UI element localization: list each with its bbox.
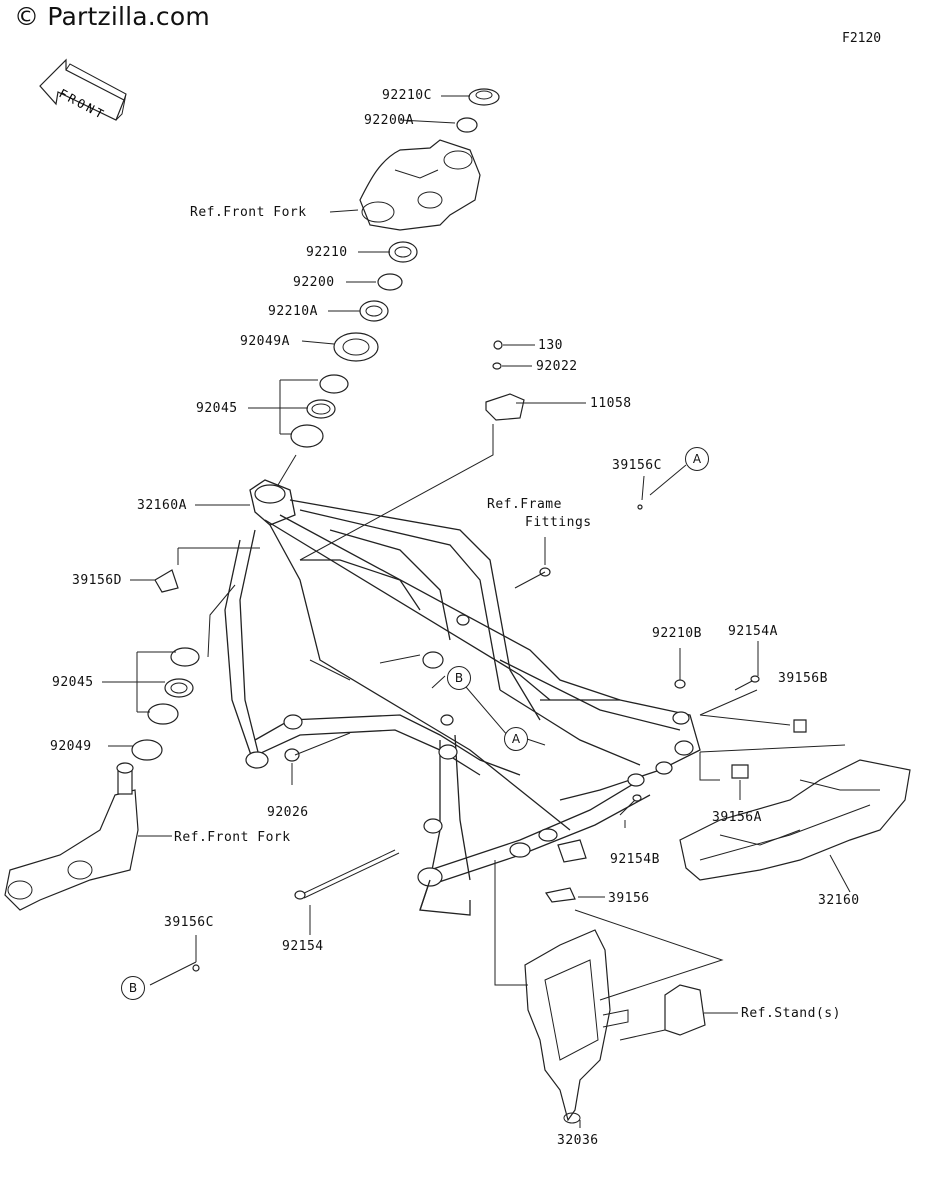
- callout-circle-b-bottom: B: [121, 976, 145, 1000]
- label-92154A: 92154A: [728, 624, 778, 639]
- label-39156D: 39156D: [72, 573, 122, 588]
- label-92200: 92200: [293, 275, 335, 290]
- bearing-part: [306, 399, 336, 419]
- label-ref-front-fork-top: Ref.Front Fork: [190, 205, 307, 220]
- label-92045-bottom: 92045: [52, 675, 94, 690]
- label-39156: 39156: [608, 891, 650, 906]
- washer-part: [456, 117, 478, 133]
- label-39156A: 39156A: [712, 810, 762, 825]
- side-bracket-32036-part: [524, 929, 629, 1124]
- label-130: 130: [538, 338, 563, 353]
- label-92154: 92154: [282, 939, 324, 954]
- callout-circle-b-mid: B: [447, 666, 471, 690]
- label-39156C-top: 39156C: [612, 458, 662, 473]
- collar-92026-part: [284, 748, 300, 762]
- label-39156B: 39156B: [778, 671, 828, 686]
- label-92026: 92026: [267, 805, 309, 820]
- sub-frame-32160-part: [679, 759, 911, 881]
- label-92045-top: 92045: [196, 401, 238, 416]
- stand-bracket-part: [664, 984, 706, 1036]
- leader-lines: [102, 95, 851, 1128]
- long-bolt-92154-part: [299, 849, 396, 896]
- plug-39156C-top-part: [637, 504, 643, 510]
- label-39156C-bottom: 39156C: [164, 915, 214, 930]
- label-92022: 92022: [536, 359, 578, 374]
- grommet-39156D-part: [154, 569, 179, 593]
- lower-bearing-race-part: [170, 647, 200, 667]
- washer-92022-part: [492, 362, 502, 370]
- bearing-race-2-part: [290, 424, 324, 448]
- bracket-11058-part: [485, 393, 525, 421]
- label-ref-front-fork-bottom: Ref.Front Fork: [174, 830, 291, 845]
- label-ref-stands: Ref.Stand(s): [741, 1006, 841, 1021]
- label-92049: 92049: [50, 739, 92, 754]
- label-11058: 11058: [590, 396, 632, 411]
- cap-39156B-part: [793, 719, 807, 733]
- bolt-92154A-part: [734, 679, 755, 691]
- label-32036: 32036: [557, 1133, 599, 1148]
- lock-nut-part: [388, 241, 418, 263]
- dust-seal-part: [333, 332, 379, 362]
- label-92210: 92210: [306, 245, 348, 260]
- lower-bearing-part: [164, 678, 194, 698]
- stem-nut-part: [359, 300, 389, 322]
- main-frame-part: [224, 479, 701, 916]
- label-ref-frame: Ref.Frame: [487, 497, 562, 512]
- front-arrow-icon: FRONT: [39, 58, 127, 123]
- label-92210A: 92210A: [268, 304, 318, 319]
- diagram-code: F2120: [842, 31, 882, 46]
- callout-circle-a-top: A: [685, 447, 709, 471]
- watermark: © Partzilla.com: [14, 2, 210, 31]
- bearing-race-part: [319, 374, 349, 394]
- lock-washer-part: [377, 273, 403, 291]
- lower-bearing-race-2-part: [147, 703, 179, 725]
- callout-circle-a-mid: A: [504, 727, 528, 751]
- label-32160A: 32160A: [137, 498, 187, 513]
- cap-39156A-part: [731, 764, 749, 779]
- bolt-130-part: [493, 340, 503, 350]
- label-39156-part: [545, 887, 576, 903]
- lower-bracket-part: [4, 762, 139, 911]
- label-92154B: 92154B: [610, 852, 660, 867]
- steering-nut-part: [468, 88, 500, 106]
- label-92200A: 92200A: [364, 113, 414, 128]
- rubber-mount-part: [557, 839, 587, 863]
- plug-39156C-bottom-part: [192, 964, 200, 972]
- label-32160: 32160: [818, 893, 860, 908]
- label-fittings: Fittings: [525, 515, 592, 530]
- lower-seal-part: [131, 739, 163, 761]
- label-92049A: 92049A: [240, 334, 290, 349]
- label-92210C: 92210C: [382, 88, 432, 103]
- label-92210B: 92210B: [652, 626, 702, 641]
- nut-92210B-part: [674, 679, 686, 689]
- upper-bracket-part: [359, 139, 481, 231]
